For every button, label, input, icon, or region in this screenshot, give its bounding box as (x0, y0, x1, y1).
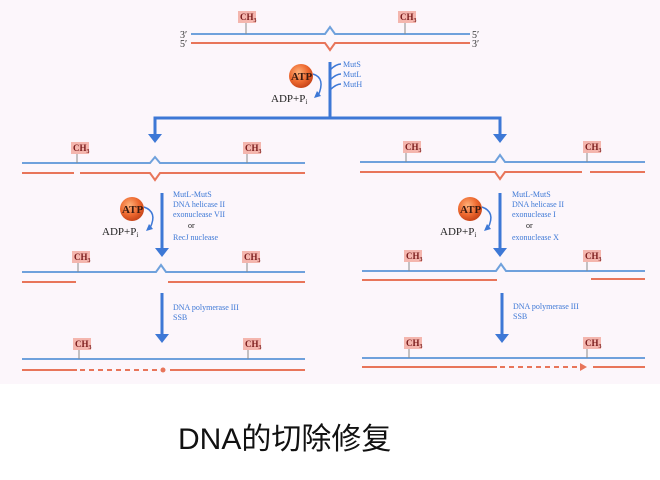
svg-text:CH3: CH3 (75, 339, 92, 351)
methyl-tag: CH3 (72, 251, 91, 264)
branch-connector (153, 116, 502, 137)
enzyme-label: DNA polymerase III (173, 303, 239, 312)
template-strand (191, 25, 470, 35)
svg-text:CH3: CH3 (400, 12, 417, 24)
methyl-tag: CH3 (403, 141, 422, 154)
enzyme-label: MutL-MutS (512, 190, 551, 199)
methyl-tag: CH3 (583, 250, 602, 263)
strand-end-top-right: 5′ (472, 30, 479, 41)
atp-icon (458, 197, 482, 221)
methyl-tag: CH3 (398, 11, 417, 24)
svg-text:CH3: CH3 (585, 251, 602, 263)
svg-text:CH3: CH3 (73, 143, 90, 155)
methyl-tag: CH3 (404, 337, 423, 350)
left-branch: CH3 CH3 MutL-MutS DNA helicase II exonuc… (22, 142, 305, 373)
mismatch-repair-diagram: 3′ 5′ 5′ 3′ CH3 CH3 MutS MutL MutH ATP A… (22, 11, 645, 373)
svg-text:CH3: CH3 (585, 142, 602, 154)
atp-label: ATP (122, 204, 143, 216)
methyl-tag: CH3 (73, 338, 92, 351)
adp-label: ADP+Pi (102, 226, 138, 239)
strand-end-top-left: 3′ (180, 30, 187, 41)
arrow-head-right (493, 134, 507, 143)
step1-recognition: MutS MutL MutH ATP ADP+Pi (271, 60, 362, 117)
svg-text:CH3: CH3 (406, 251, 423, 263)
atp-icon (120, 197, 144, 221)
enzyme-label: MutL-MutS (173, 190, 212, 199)
svg-text:CH3: CH3 (245, 339, 262, 351)
right-branch: CH3 CH3 MutL-MutS DNA helicase II exonuc… (360, 141, 645, 371)
svg-text:CH3: CH3 (245, 143, 262, 155)
or-label: or (188, 221, 195, 230)
methyl-tag: CH3 (238, 11, 257, 24)
template-strand (360, 153, 645, 163)
atp-hydrolysis-arrow (143, 206, 154, 229)
svg-text:CH3: CH3 (240, 12, 257, 24)
enzyme-label: MutH (343, 80, 362, 89)
enzyme-label: exonuclease X (512, 233, 559, 242)
template-strand (22, 263, 305, 273)
methyl-tag: CH3 (583, 337, 602, 350)
strand-end-bottom-right: 3′ (472, 39, 479, 50)
atp-icon (289, 64, 313, 88)
or-label: or (526, 221, 533, 230)
enzyme-label: exonuclease I (512, 210, 556, 219)
methyl-tag: CH3 (243, 142, 262, 155)
arrow-head-left (148, 134, 162, 143)
atp-label: ATP (291, 71, 312, 83)
template-strand (22, 155, 305, 164)
new-strand (80, 172, 305, 182)
enzyme-label: MutS (343, 60, 361, 69)
svg-text:CH3: CH3 (405, 142, 422, 154)
methyl-tag: CH3 (404, 250, 423, 263)
atp-hydrolysis-arrow (312, 73, 322, 97)
atp-hydrolysis-arrow (481, 206, 492, 229)
enzyme-label: MutL (343, 70, 361, 79)
new-strand (360, 171, 582, 181)
enzyme-label: RecJ nuclease (173, 233, 219, 242)
svg-text:CH3: CH3 (74, 252, 91, 264)
top-duplex: 3′ 5′ 5′ 3′ CH3 CH3 (180, 11, 479, 52)
enzyme-label: DNA helicase II (173, 200, 225, 209)
svg-text:CH3: CH3 (244, 252, 261, 264)
enzyme-label: SSB (173, 313, 187, 322)
enzyme-label: DNA helicase II (512, 200, 564, 209)
svg-text:CH3: CH3 (406, 338, 423, 350)
svg-text:CH3: CH3 (585, 338, 602, 350)
enzyme-label: SSB (513, 312, 527, 321)
atp-label: ATP (460, 204, 481, 216)
enzyme-label: DNA polymerase III (513, 302, 579, 311)
methyl-tag: CH3 (71, 142, 90, 155)
adp-label: ADP+Pi (271, 93, 307, 106)
branch-arrows (148, 116, 507, 143)
template-strand (362, 262, 645, 272)
methyl-tag: CH3 (583, 141, 602, 154)
adp-label: ADP+Pi (440, 226, 476, 239)
enzyme-label: exonuclease VII (173, 210, 225, 219)
caption-title: DNA的切除修复 (178, 423, 392, 456)
strand-end-bottom-left: 5′ (180, 39, 187, 50)
methyl-tag: CH3 (242, 251, 261, 264)
new-strand (191, 42, 470, 52)
methyl-tag: CH3 (243, 338, 262, 351)
